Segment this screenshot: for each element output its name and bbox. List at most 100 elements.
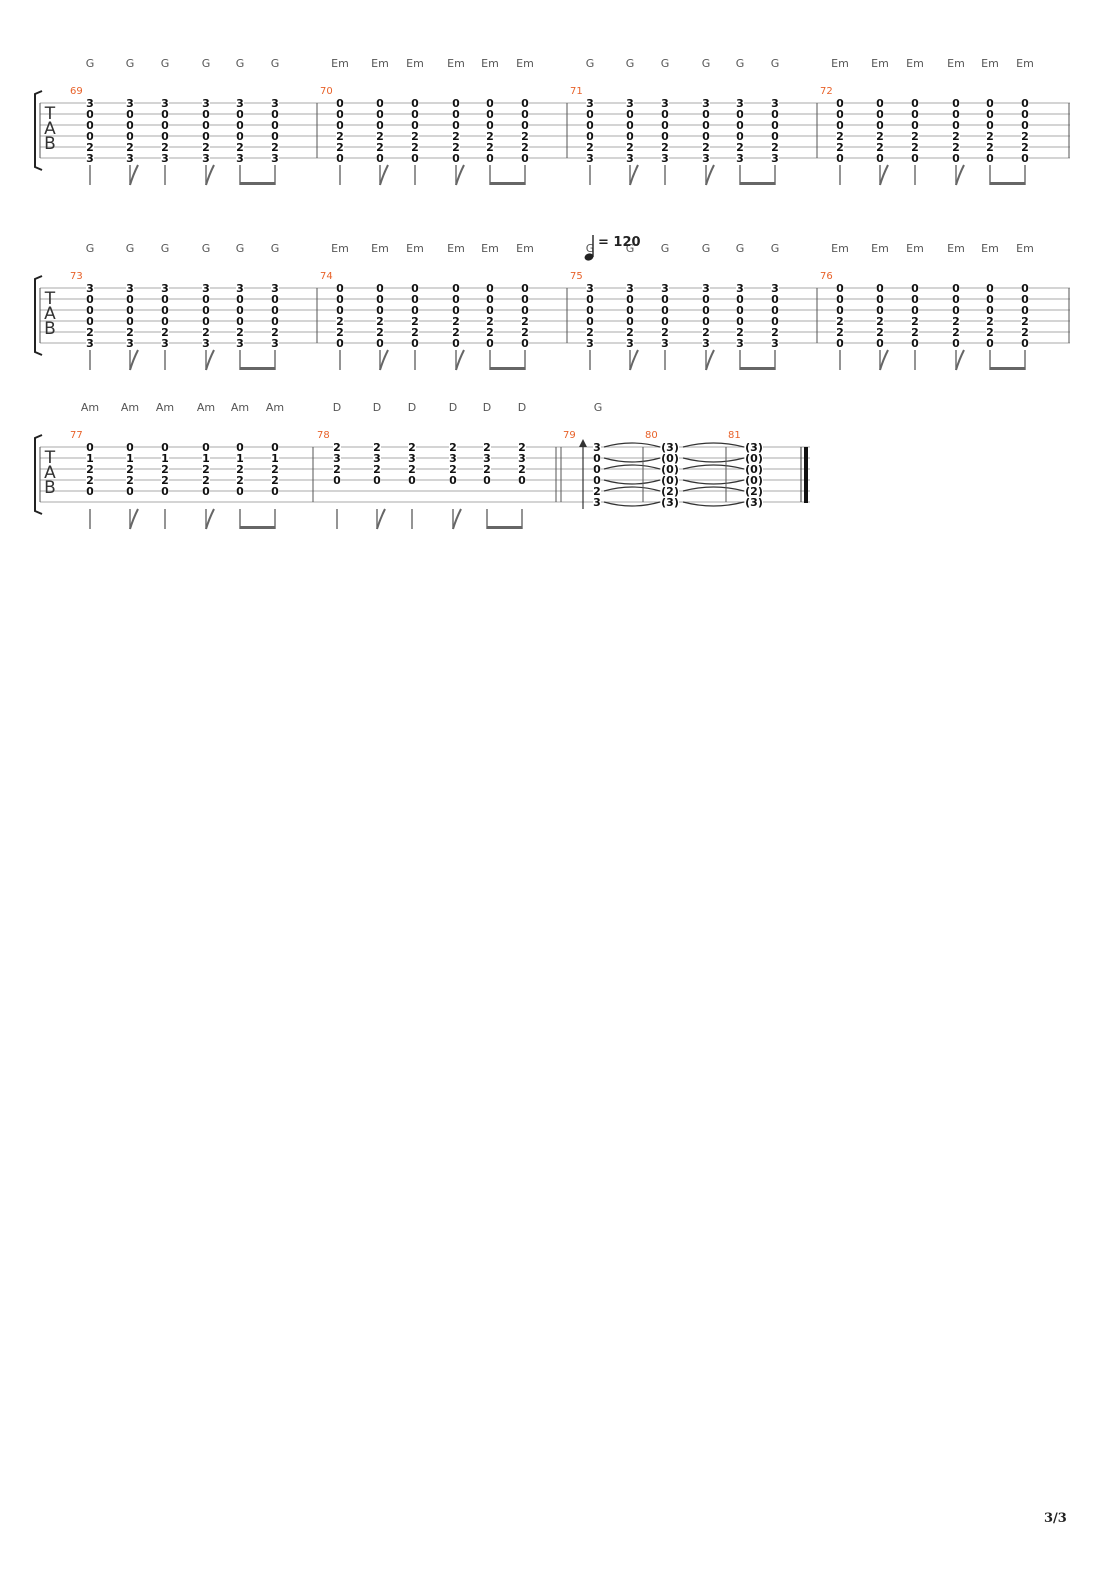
fret-number: 0 [411,108,419,121]
fret-backdrop [1021,98,1029,108]
chord-label: G [661,242,670,255]
fret-backdrop [126,464,134,474]
fret-backdrop [911,142,919,152]
fret-number: 0 [911,293,919,306]
chord-label: D [449,401,457,414]
fret-backdrop [586,294,594,304]
fret-backdrop [876,142,884,152]
fret-number: 3 [86,97,94,110]
fret-number: 3 [771,152,779,165]
fret-number: 2 [626,326,634,339]
chord-label: D [518,401,526,414]
fret-number: 2 [408,463,416,476]
fret-backdrop [702,131,710,141]
fret-number: 0 [336,282,344,295]
fret-backdrop [271,131,279,141]
fret-number: 2 [702,326,710,339]
fret-number: 2 [376,315,384,328]
fret-number: 2 [952,130,960,143]
fret-number: 2 [521,326,529,339]
fret-backdrop [911,98,919,108]
fret-backdrop [452,338,460,348]
fret-number: 2 [736,141,744,154]
fret-number: 0 [202,485,210,498]
fret-backdrop [86,486,94,496]
fret-backdrop [518,442,526,452]
fret-number: 0 [376,282,384,295]
fret-number: 2 [986,315,994,328]
fret-number: 0 [521,282,529,295]
fret-backdrop [736,305,744,315]
fret-number: 0 [486,304,494,317]
fret-number: 0 [911,304,919,317]
fret-number: 3 [236,152,244,165]
fret-backdrop [876,305,884,315]
fret-number: 2 [452,326,460,339]
chord-label: Em [831,57,849,70]
fret-backdrop [661,305,669,315]
fret-number: 0 [271,130,279,143]
measure-number: 71 [570,86,583,97]
fret-backdrop [126,486,134,496]
fret-backdrop [586,338,594,348]
fret-backdrop [876,338,884,348]
fret-number: 0 [986,108,994,121]
fret-backdrop [836,98,844,108]
fret-backdrop [126,294,134,304]
fret-number: 2 [411,130,419,143]
fret-number: 0 [161,108,169,121]
fret-backdrop [202,464,210,474]
fret-backdrop [911,131,919,141]
fret-backdrop [836,283,844,293]
fret-backdrop [771,305,779,315]
fret-backdrop [593,464,601,474]
fret-number: 0 [661,119,669,132]
fret-backdrop [626,120,634,130]
fret-backdrop [626,109,634,119]
fret-backdrop [376,305,384,315]
fret-backdrop [161,120,169,130]
fret-number: 3 [586,337,594,350]
tab-clef-letter: T [44,289,56,309]
fret-number: 2 [161,474,169,487]
fret-backdrop [626,305,634,315]
fret-backdrop [486,153,494,163]
fret-number: 3 [449,452,457,465]
fret-backdrop [771,153,779,163]
fret-number: 3 [333,452,341,465]
fret-number: 2 [486,326,494,339]
fret-number: 0 [771,304,779,317]
fret-backdrop [661,98,669,108]
fret-backdrop [408,453,416,463]
fret-backdrop [911,153,919,163]
fret-number: 2 [1021,315,1029,328]
fret-backdrop [373,442,381,452]
fret-backdrop [518,464,526,474]
fret-backdrop [736,294,744,304]
fret-backdrop [161,338,169,348]
fret-backdrop [408,475,416,485]
fret-backdrop [486,120,494,130]
fret-number: 3 [661,152,669,165]
fret-backdrop [236,327,244,337]
fret-number: 2 [336,130,344,143]
fret-number: 0 [486,282,494,295]
tied-fret-number: (2) [661,485,679,498]
fret-backdrop [236,98,244,108]
fret-backdrop [126,131,134,141]
fret-number: 0 [376,152,384,165]
fret-number: 3 [408,452,416,465]
fret-backdrop [521,120,529,130]
fret-backdrop [411,316,419,326]
fret-backdrop [161,464,169,474]
fret-backdrop [952,327,960,337]
fret-backdrop [126,475,134,485]
fret-backdrop [486,98,494,108]
fret-number: 3 [126,337,134,350]
fret-number: 2 [661,141,669,154]
fret-backdrop [836,109,844,119]
fret-backdrop [336,327,344,337]
fret-number: 2 [452,315,460,328]
fret-backdrop [449,453,457,463]
